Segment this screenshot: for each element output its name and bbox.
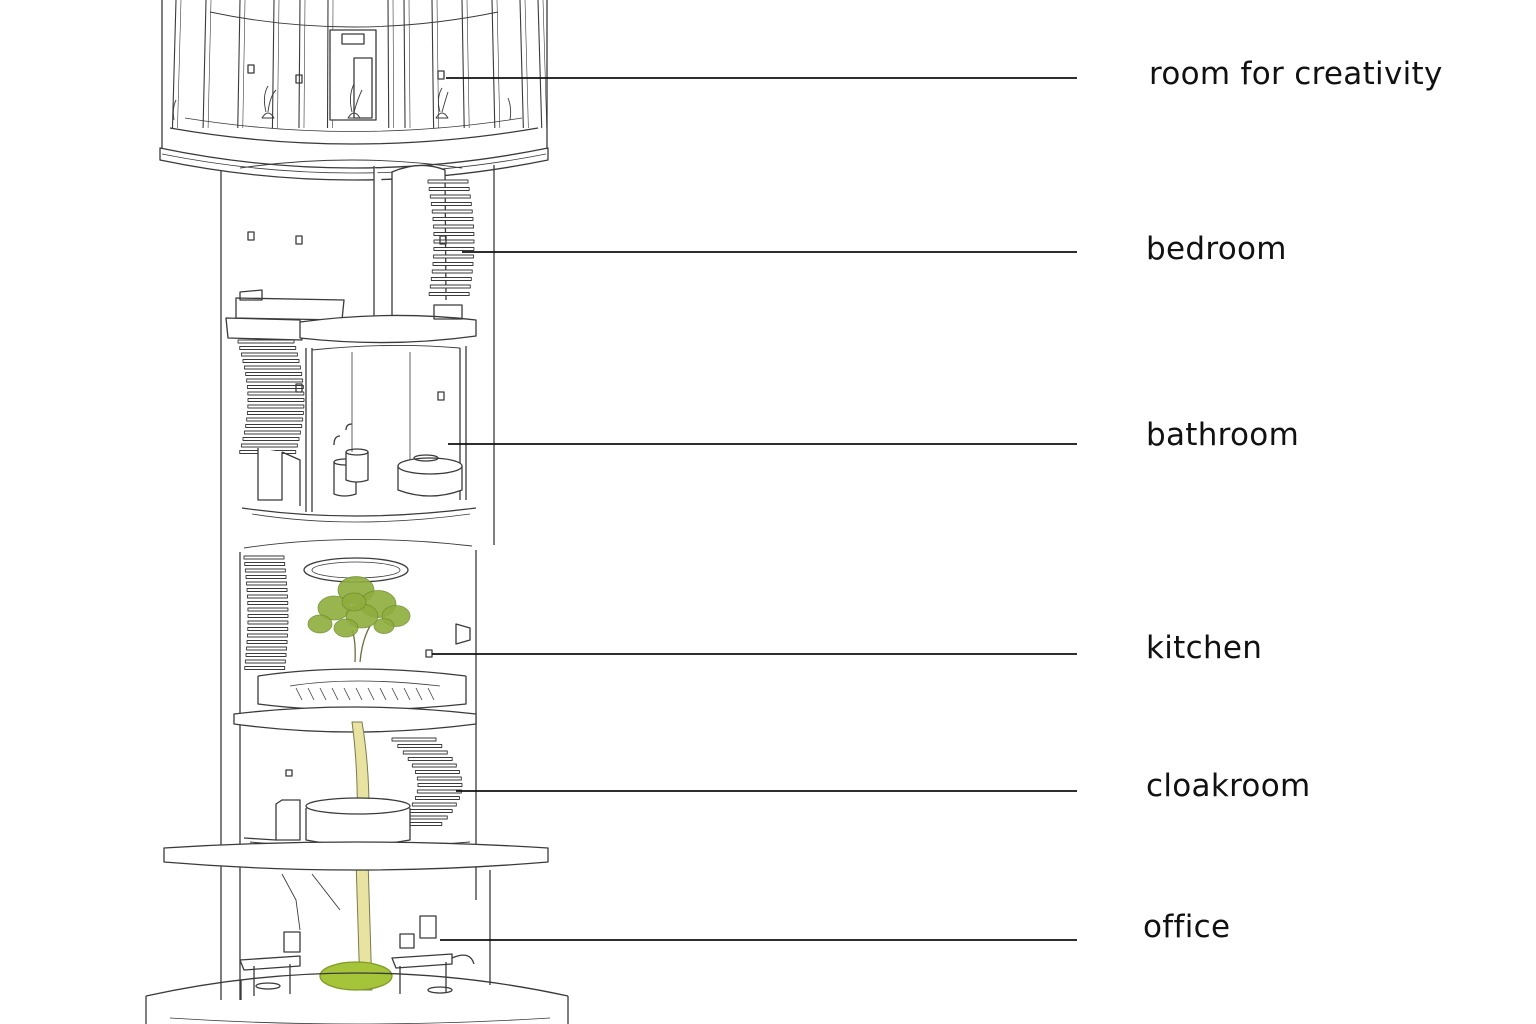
office-drawing: [145, 873, 569, 1024]
bedroom-drawing: [225, 164, 477, 344]
label-bathroom: bathroom: [1146, 417, 1300, 453]
label-kitchen: kitchen: [1146, 630, 1263, 666]
cloakroom-drawing: [163, 737, 549, 871]
bathroom-drawing: [237, 339, 477, 523]
label-cloakroom: cloakroom: [1146, 768, 1311, 804]
creativity-room-drawing: [159, 0, 549, 181]
label-room-for-creativity: room for creativity: [1149, 56, 1443, 92]
tree-drawing: [307, 576, 411, 991]
label-office: office: [1143, 909, 1231, 945]
leader-lines: [432, 77, 1077, 941]
label-bedroom: bedroom: [1146, 231, 1287, 267]
kitchen-drawing: [233, 539, 477, 1000]
